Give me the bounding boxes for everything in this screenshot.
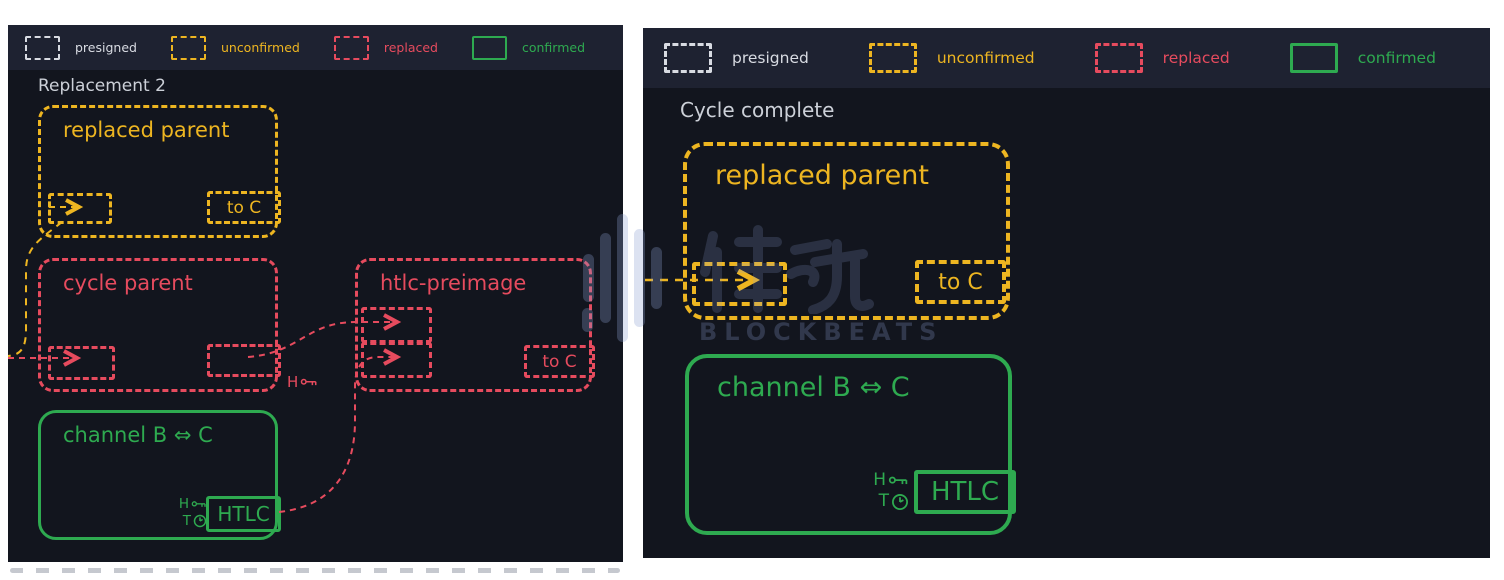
- page-title: Cycle complete: [680, 98, 835, 122]
- tx-box-replaced-parent: replaced parent to C: [683, 142, 1010, 320]
- timelock-label: T: [182, 512, 191, 529]
- legend-item-unconfirmed: unconfirmed: [868, 43, 1035, 73]
- page-title: Replacement 2: [38, 76, 166, 96]
- hash-hint-label: H: [287, 373, 299, 391]
- input-slot-1: [361, 307, 432, 343]
- output-slot-to-c: to C: [524, 345, 595, 378]
- legend-item-replaced: replaced: [1094, 43, 1230, 73]
- legend-item-presigned: presigned: [25, 35, 137, 60]
- tx-label: htlc-preimage: [380, 271, 527, 295]
- tx-label: cycle parent: [63, 271, 193, 295]
- htlc-label: HTLC: [217, 502, 270, 526]
- unconfirmed-swatch-icon: [170, 35, 206, 60]
- legend-item-presigned: presigned: [664, 43, 809, 73]
- output-label: to C: [542, 351, 577, 372]
- tx-label: channel B ⇔ C: [63, 423, 213, 447]
- legend-bar: presigned unconfirmed replaced confirmed: [643, 28, 1490, 88]
- output-label: to C: [226, 197, 262, 218]
- output-slot-to-c: to C: [915, 260, 1006, 304]
- htlc-label: HTLC: [930, 477, 1000, 507]
- replaced-swatch-icon: [1094, 43, 1143, 73]
- tx-label: replaced parent: [715, 160, 929, 191]
- unconfirmed-swatch-icon: [868, 43, 917, 73]
- confirmed-swatch-icon: [471, 35, 507, 60]
- replaced-swatch-icon: [333, 35, 369, 60]
- legend-item-confirmed: confirmed: [1289, 43, 1436, 73]
- timelock-label: T: [878, 491, 889, 512]
- hash-hint: H: [287, 373, 318, 391]
- tx-label: channel B ⇔ C: [717, 372, 910, 403]
- legend-label: replaced: [383, 40, 438, 55]
- key-icon: [301, 378, 317, 385]
- output-slot: [207, 344, 281, 377]
- htlc-conditions: H T: [857, 470, 909, 513]
- htlc-conditions: H T: [167, 496, 207, 530]
- legend-item-replaced: replaced: [333, 35, 438, 60]
- legend-label: presigned: [732, 49, 809, 67]
- hash-label: H: [178, 496, 189, 512]
- input-slot: [48, 346, 115, 380]
- timelock-condition: T: [879, 491, 909, 512]
- legend-bar: presigned unconfirmed replaced confirmed: [8, 25, 623, 70]
- tx-box-replaced-parent: replaced parent to C: [38, 105, 281, 238]
- clock-icon: [193, 515, 207, 528]
- tx-box-cycle-parent: cycle parent: [38, 258, 281, 392]
- presigned-swatch-icon: [25, 35, 60, 60]
- legend-label: confirmed: [1357, 49, 1436, 67]
- timelock-condition: T: [183, 513, 207, 530]
- htlc-slot: HTLC: [206, 496, 281, 532]
- input-slot: [48, 193, 112, 224]
- clock-icon: [892, 493, 908, 510]
- panel-replacement-2: presigned unconfirmed replaced confirmed…: [8, 25, 623, 562]
- input-slot-2: [361, 342, 432, 378]
- cropped-dashed-row: [10, 568, 620, 573]
- hash-label: H: [873, 470, 886, 490]
- htlc-slot: HTLC: [914, 470, 1016, 514]
- tx-box-htlc-preimage: htlc-preimage to C: [355, 258, 595, 392]
- legend-label: unconfirmed: [220, 40, 300, 55]
- legend-item-unconfirmed: unconfirmed: [170, 35, 300, 60]
- hash-condition: H: [873, 470, 909, 491]
- tx-box-channel-b-c: channel B ⇔ C H T: [38, 410, 281, 540]
- tx-label: replaced parent: [63, 118, 230, 142]
- legend-label: replaced: [1162, 49, 1230, 67]
- panel-cycle-complete: presigned unconfirmed replaced confirmed…: [643, 28, 1490, 558]
- output-slot-to-c: to C: [207, 191, 281, 224]
- confirmed-swatch-icon: [1289, 43, 1338, 73]
- input-slot: [692, 262, 787, 306]
- hash-condition: H: [179, 496, 207, 513]
- key-icon: [191, 501, 206, 507]
- presigned-swatch-icon: [664, 43, 712, 73]
- legend-label: unconfirmed: [936, 49, 1035, 67]
- legend-label: presigned: [75, 40, 137, 55]
- tx-box-channel-b-c: channel B ⇔ C H T: [685, 354, 1016, 535]
- legend-item-confirmed: confirmed: [471, 35, 586, 60]
- legend-label: confirmed: [521, 40, 586, 55]
- output-label: to C: [938, 269, 983, 295]
- key-icon: [888, 476, 908, 484]
